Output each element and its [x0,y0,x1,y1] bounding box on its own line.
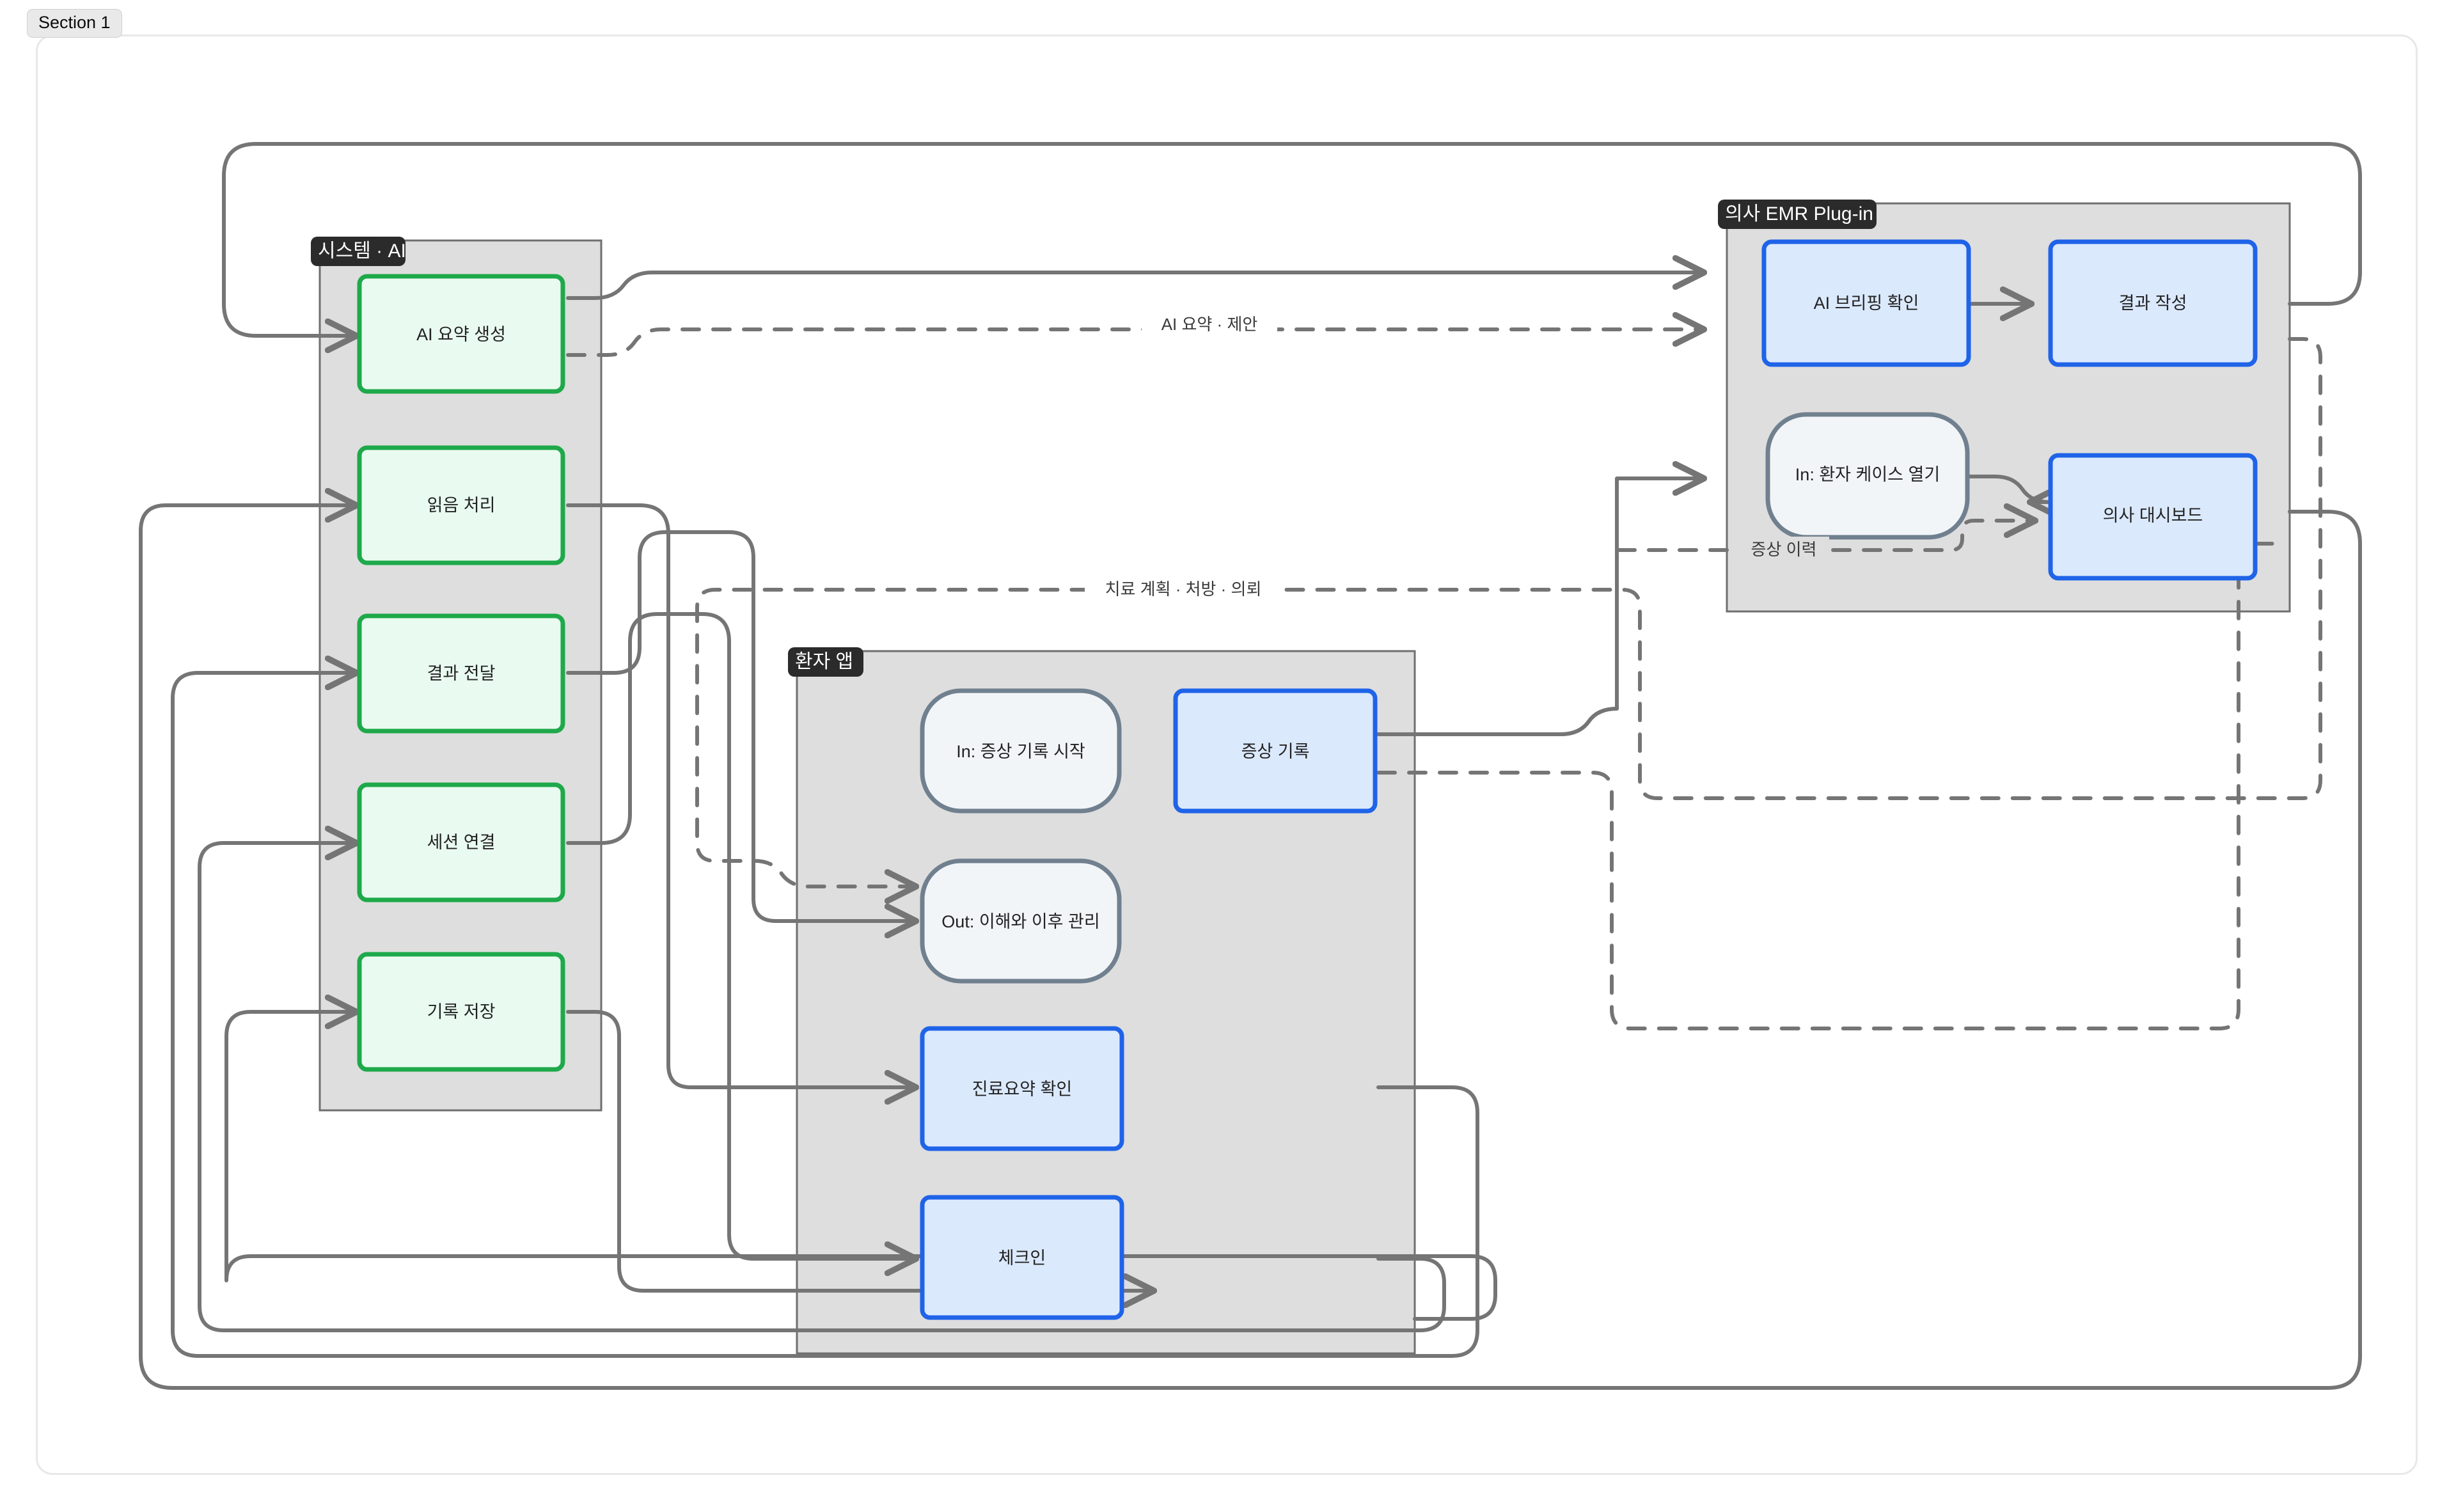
edge-label-treatment-plan-text: 치료 계획 · 처방 · 의뢰 [1105,579,1262,599]
edge-return-to-deliver [171,673,1479,1358]
edge-label-symptom-history: 증상 이력 [1738,537,1829,563]
cluster-label-system-ai: 시스템 · AI [311,237,406,266]
edge-session-to-checkin [566,612,913,1259]
cluster-label-emr-text: 의사 EMR Plug-in [1725,203,1873,224]
node-ai-briefing[interactable]: AI 브리핑 확인 [1761,239,1971,367]
cluster-label-patient-app: 환자 앱 [788,647,863,677]
node-symptom-record-label: 증상 기록 [1241,742,1310,761]
cluster-label-system-ai-text: 시스템 · AI [318,240,406,262]
edge-store-to-summary [566,1010,1151,1291]
cluster-label-patient-app-text: 환자 앱 [795,651,853,672]
node-deliver-label: 결과 전달 [427,664,496,683]
node-result-write[interactable]: 결과 작성 [2048,239,2258,367]
node-session-label: 세션 연결 [427,833,496,852]
node-ai-summary-label: AI 요약 생성 [416,325,506,344]
edge-label-treatment-plan: 치료 계획 · 처방 · 의뢰 [1085,576,1282,603]
edge-symptom-record-to-opencase [1376,478,1701,736]
edge-return-to-store [224,1012,1497,1321]
node-read[interactable]: 읽음 처리 [357,445,565,565]
edge-label-ai-summary: AI 요약 · 제안 [1142,311,1277,338]
section-tab[interactable]: Section 1 [27,9,122,38]
node-start-symptom-label: In: 증상 기록 시작 [956,742,1085,761]
edge-opencase-to-dashboard [1964,475,2049,502]
edge-deliver-to-outcare [566,530,913,921]
node-store[interactable]: 기록 저장 [357,952,565,1072]
edge-ai-summary-to-briefing [566,272,1701,300]
node-care-summary[interactable]: 진료요약 확인 [920,1026,1124,1151]
edge-label-symptom-history-text: 증상 이력 [1751,540,1817,559]
edge-treatment-plan-to-summary [695,337,2322,886]
edge-label-ai-summary-text: AI 요약 · 제안 [1161,315,1258,334]
node-symptom-record[interactable]: 증상 기록 [1173,688,1378,814]
edge-layer [139,142,2362,1390]
node-store-label: 기록 저장 [427,1002,496,1021]
node-checkin[interactable]: 체크인 [920,1195,1124,1320]
edge-ai-summary-briefing-dashed [566,329,1701,357]
node-deliver[interactable]: 결과 전달 [357,613,565,734]
edge-return-to-read [139,505,2362,1390]
node-ai-briefing-label: AI 브리핑 확인 [1814,294,1919,313]
node-doctor-dashboard-label: 의사 대시보드 [2103,506,2203,525]
node-doctor-dashboard[interactable]: 의사 대시보드 [2048,453,2258,581]
cluster-label-emr: 의사 EMR Plug-in [1718,200,1877,229]
node-ai-summary[interactable]: AI 요약 생성 [357,274,565,394]
edge-symptom-record-riser [1376,707,1619,736]
node-open-case[interactable]: In: 환자 케이스 열기 [1765,412,1970,540]
node-result-write-label: 결과 작성 [2119,294,2187,313]
node-care-summary-label: 진료요약 확인 [972,1080,1073,1099]
edge-result-to-ai-summary [222,142,2362,336]
node-open-case-label: In: 환자 케이스 열기 [1795,465,1940,484]
edge-symptom-record-dashed-right [1376,542,2279,1030]
edge-symptom-history-to-dashboard [1616,521,2033,552]
node-start-symptom[interactable]: In: 증상 기록 시작 [920,688,1122,814]
node-session[interactable]: 세션 연결 [357,782,565,902]
node-read-label: 읽음 처리 [427,496,496,515]
edge-return-to-session [198,843,1446,1332]
node-out-care[interactable]: Out: 이해와 이후 관리 [920,858,1122,984]
node-checkin-label: 체크인 [998,1248,1046,1268]
node-out-care-label: Out: 이해와 이후 관리 [941,912,1099,931]
